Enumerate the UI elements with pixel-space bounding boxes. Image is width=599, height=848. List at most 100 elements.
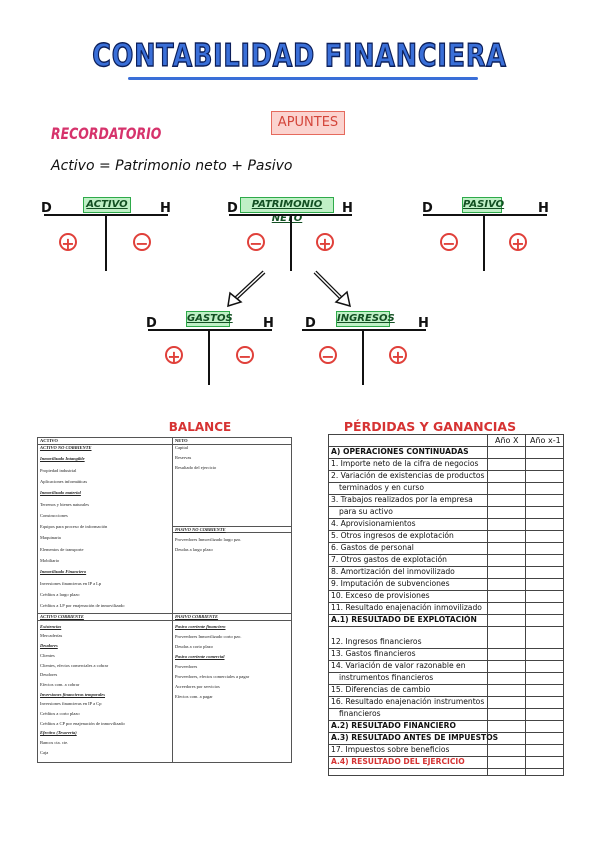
t-stem xyxy=(208,329,210,385)
balance-line: Inversiones financieras temporales xyxy=(40,691,106,697)
credit-letter: H xyxy=(418,316,429,331)
pyg-row: financieros xyxy=(339,709,381,718)
row-rule xyxy=(329,482,563,483)
balance-line: Clientes, efectos comerciales a cobrar xyxy=(40,662,109,668)
row-rule xyxy=(329,566,563,567)
t-stem xyxy=(483,214,485,271)
pyg-row: 12. Ingresos financieros xyxy=(331,637,422,646)
column-divider xyxy=(487,435,488,775)
right-section-rule xyxy=(172,532,291,533)
debit-letter: D xyxy=(422,201,433,216)
pyg-row: A) OPERACIONES CONTINUADAS xyxy=(331,447,469,456)
balance-line: Capital xyxy=(175,445,188,450)
balance-line: Proveedores xyxy=(175,664,198,669)
column-divider xyxy=(172,438,173,762)
balance-line: Efectos com. a cobrar xyxy=(40,681,80,687)
pyg-row: terminados y en curso xyxy=(339,483,424,492)
row-rule xyxy=(329,470,563,471)
balance-line: Elementos de transporte xyxy=(40,546,84,552)
balance-line: Inmovilizado material xyxy=(40,490,81,496)
row-rule xyxy=(329,768,563,769)
pyg-row: A.3) RESULTADO ANTES DE IMPUESTOS xyxy=(331,733,499,742)
row-rule xyxy=(329,684,563,685)
minus-icon: − xyxy=(236,346,254,365)
row-rule xyxy=(329,720,563,721)
t-stem xyxy=(290,214,292,271)
balance-line: Equipos para proceso de información xyxy=(40,524,108,530)
plus-icon: + xyxy=(59,233,77,252)
label-pasivo: PASIVO xyxy=(462,197,504,213)
balance-line: Proveedores Inmovilizado largo pzo. xyxy=(175,537,242,542)
t-top-line xyxy=(423,214,547,216)
balance-line: Inversiones financieras en IP a Lp xyxy=(40,580,102,586)
arrow-left-icon xyxy=(227,270,266,308)
row-rule xyxy=(329,648,563,649)
balance-line: Deudores xyxy=(40,643,58,649)
column-divider xyxy=(525,435,526,775)
plus-icon: + xyxy=(389,346,407,365)
balance-line: Clientes xyxy=(40,652,55,658)
pyg-row: 10. Exceso de provisiones xyxy=(331,591,430,600)
col-header-activo: ACTIVO xyxy=(40,438,58,443)
balance-line: Caja xyxy=(40,749,49,755)
row-rule xyxy=(329,494,563,495)
row-rule xyxy=(329,554,563,555)
minus-icon: − xyxy=(319,346,337,365)
t-stem xyxy=(362,329,364,385)
balance-line: Acreedores por servicios xyxy=(175,684,220,689)
title-underline xyxy=(128,77,478,80)
col-header-year-x1: Año x-1 xyxy=(530,436,561,445)
row-rule xyxy=(329,590,563,591)
label-gastos: GASTOS xyxy=(186,311,233,327)
pyg-row: 14. Variación de valor razonable en xyxy=(331,661,466,670)
row-rule xyxy=(329,506,563,507)
row-rule xyxy=(329,732,563,733)
balance-line: Efectivo (Tesorería) xyxy=(40,730,77,736)
col-header-neto: NETO xyxy=(175,438,188,443)
reminder-heading: RECORDATORIO xyxy=(51,124,162,143)
debit-letter: D xyxy=(146,316,157,331)
row-rule xyxy=(329,708,563,709)
balance-line: PASIVO CORRIENTE xyxy=(175,614,219,619)
credit-letter: H xyxy=(538,201,549,216)
row-rule xyxy=(329,518,563,519)
balance-line: Existencias xyxy=(40,623,62,629)
pyg-row: 13. Gastos financieros xyxy=(331,649,416,658)
section-rule xyxy=(38,620,291,621)
debit-letter: D xyxy=(227,201,238,216)
balance-line: Proveedores, efectos comerciales a pagar xyxy=(175,674,250,679)
row-rule xyxy=(329,614,563,615)
balance-line: Bancos cta. cte. xyxy=(40,740,69,746)
pyg-row: 3. Trabajos realizados por la empresa xyxy=(331,495,473,504)
pyg-row: para su activo xyxy=(339,507,393,516)
credit-letter: H xyxy=(263,316,274,331)
row-rule xyxy=(329,696,563,697)
label-ingresos: INGRESOS xyxy=(336,311,395,327)
page-title: CONTABILIDAD FINANCIERA xyxy=(92,37,507,74)
balance-line: Mercaderías xyxy=(40,633,63,639)
balance-line: Propiedad industrial xyxy=(40,467,77,473)
pyg-title: PÉRDIDAS Y GANANCIAS xyxy=(343,419,517,434)
label-patrimonio-neto: PATRIMONIO NETO xyxy=(240,197,334,224)
pyg-row: 1. Importe neto de la cifra de negocios xyxy=(331,459,479,468)
pyg-row: A.4) RESULTADO DEL EJERCICIO xyxy=(331,757,465,766)
balance-table: ACTIVO NETO ACTIVO NO CORRIENTE Inmoviliz… xyxy=(37,437,292,763)
balance-line: ACTIVO NO CORRIENTE xyxy=(40,445,92,450)
balance-line: Aplicaciones informáticas xyxy=(40,478,88,484)
t-stem xyxy=(105,214,107,271)
arrows-svg xyxy=(227,270,351,308)
debit-letter: D xyxy=(41,201,52,216)
balance-line: Efectos com. a pagar xyxy=(175,694,213,699)
row-rule xyxy=(329,530,563,531)
balance-line: Proveedores Inmovilizado corto pzo. xyxy=(175,634,242,639)
pyg-row: instrumentos financieros xyxy=(339,673,434,682)
balance-line: Inmovilizado Intangible xyxy=(40,456,85,462)
pyg-row: 15. Diferencias de cambio xyxy=(331,685,431,694)
right-section-rule xyxy=(172,526,291,527)
plus-icon: + xyxy=(165,346,183,365)
pyg-row: 8. Amortización del inmovilizado xyxy=(331,567,455,576)
balance-line: Inmovilizado Financiero xyxy=(40,569,87,575)
row-rule xyxy=(329,542,563,543)
t-top-line xyxy=(302,329,426,331)
row-rule xyxy=(329,458,563,459)
